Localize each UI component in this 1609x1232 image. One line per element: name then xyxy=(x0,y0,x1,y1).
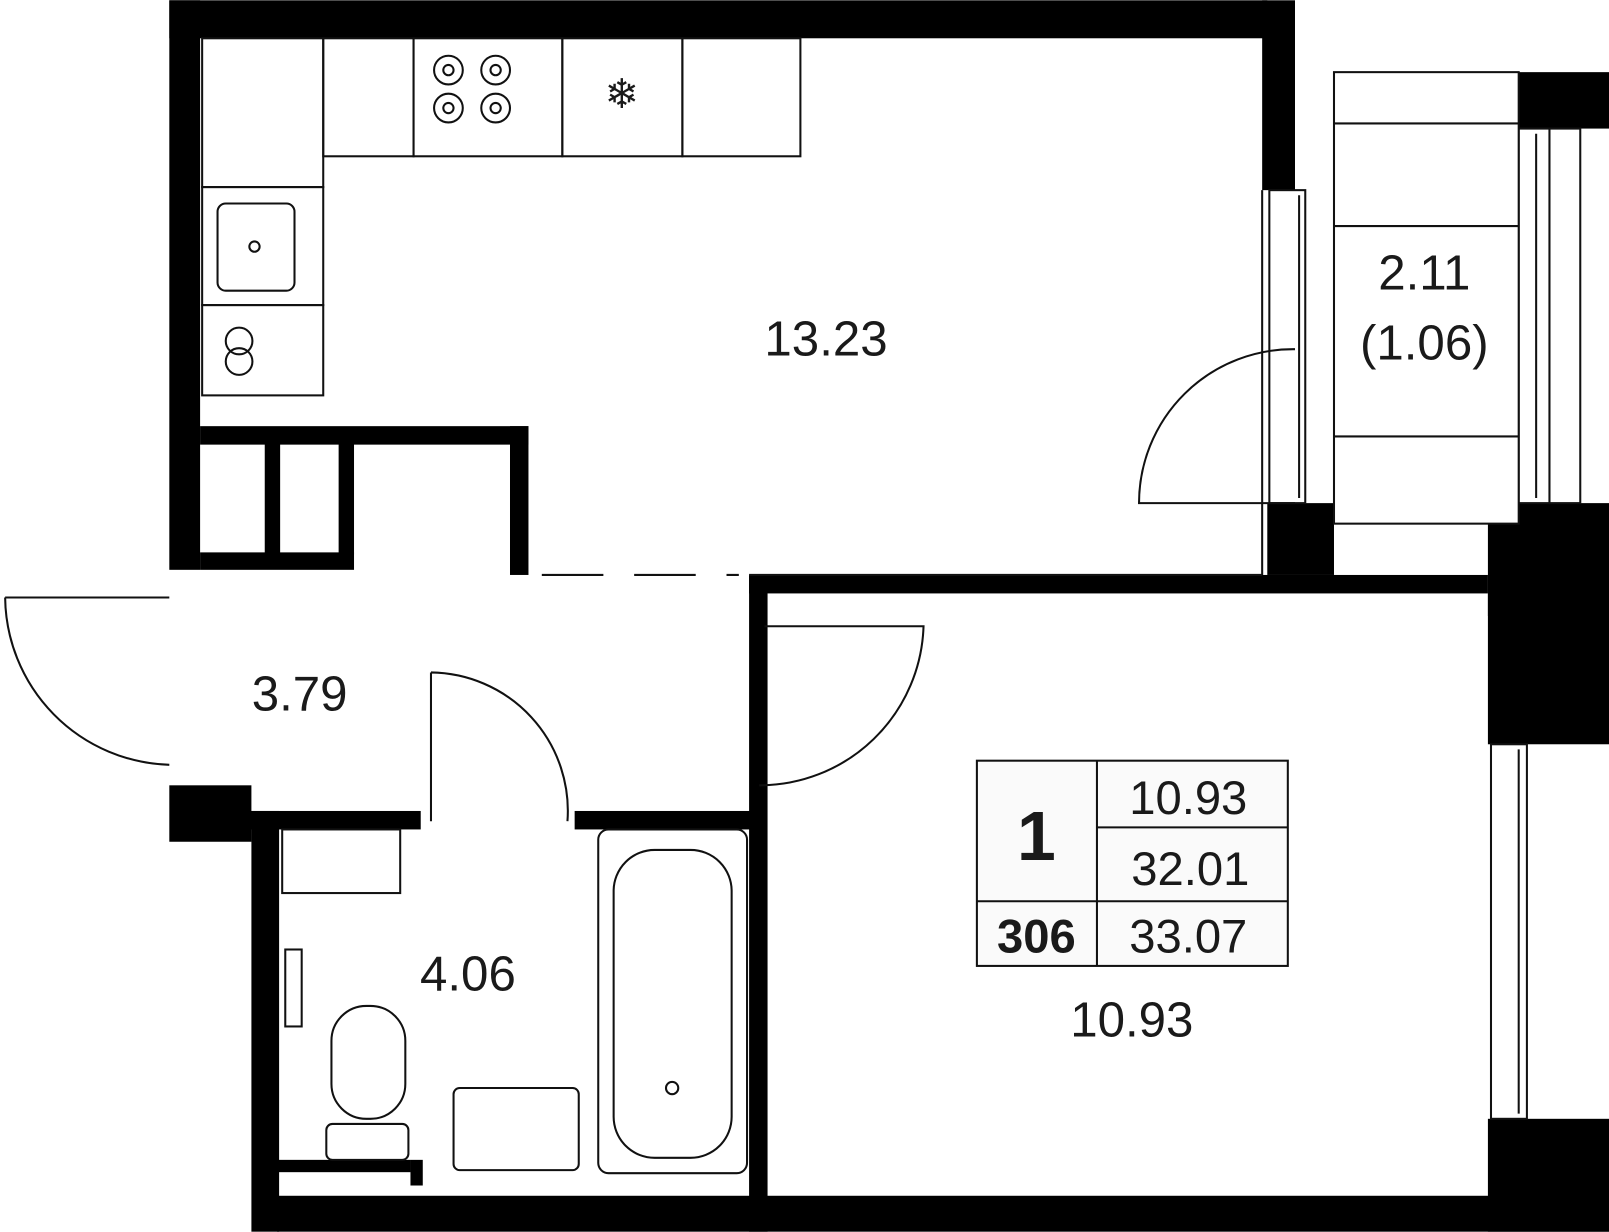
room-area-balcony: 2.11 xyxy=(1378,246,1470,301)
washing-machine-icon xyxy=(281,828,402,895)
area-without-balcony: 32.01 xyxy=(1131,843,1249,896)
bathroom-fixtures xyxy=(281,828,749,1175)
bathtub-icon xyxy=(597,828,749,1175)
kitchen-furniture: ❄ xyxy=(201,37,802,397)
walls xyxy=(169,0,1609,1232)
room-area-balcony-reduced: (1.06) xyxy=(1360,315,1489,370)
living-area: 10.93 xyxy=(1129,772,1247,825)
apartment-number: 306 xyxy=(997,911,1076,964)
doors xyxy=(4,348,1296,822)
snowflake-icon: ❄ xyxy=(605,71,639,117)
towel-rail-icon xyxy=(284,948,303,1028)
stove-icon xyxy=(412,37,564,158)
apartment-info-box: 1 306 10.93 32.01 33.07 xyxy=(975,759,1289,967)
total-area: 33.07 xyxy=(1129,911,1247,964)
room-area-bedroom: 10.93 xyxy=(1070,993,1193,1048)
toilet-icon xyxy=(325,1122,410,1161)
washer-icon xyxy=(201,304,325,397)
balcony xyxy=(1332,71,1520,525)
room-area-hall: 3.79 xyxy=(252,666,348,721)
room-area-bathroom: 4.06 xyxy=(420,947,516,1002)
windows xyxy=(1268,127,1582,1120)
washbasin-icon xyxy=(452,1087,580,1172)
room-area-kitchen-living: 13.23 xyxy=(764,311,887,366)
rooms-count: 1 xyxy=(1017,797,1056,875)
kitchen-sink-icon xyxy=(216,202,296,292)
